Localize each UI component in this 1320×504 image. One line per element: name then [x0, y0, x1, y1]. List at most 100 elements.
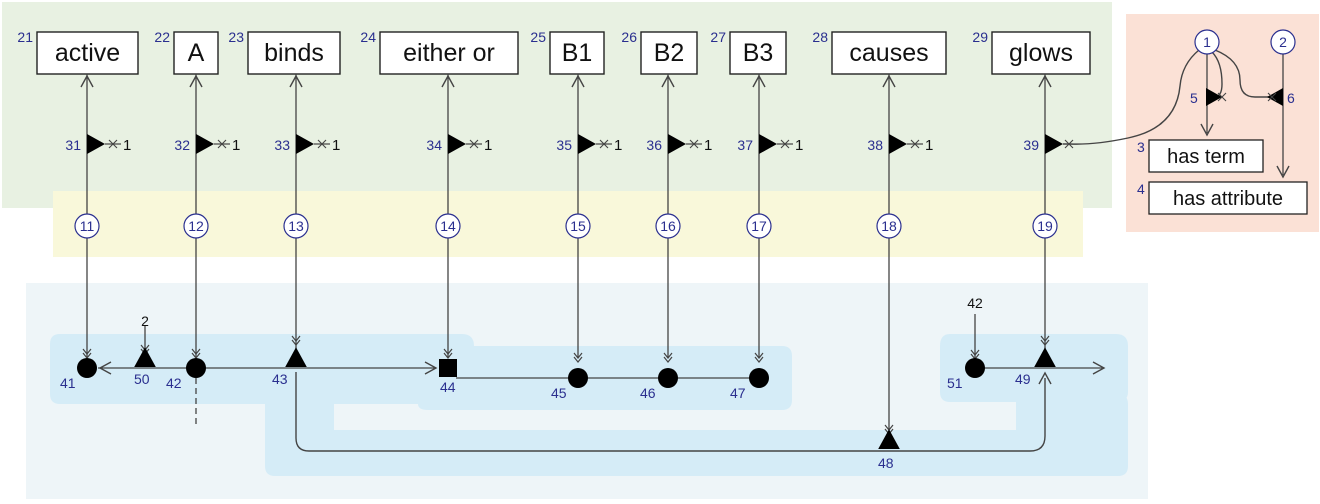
concept-label: A — [188, 39, 205, 67]
term-number: 3 — [1137, 139, 1145, 155]
weight-tick — [317, 139, 327, 149]
relation-weight: 1 — [123, 137, 131, 154]
annotation-above-50: 2 — [141, 313, 149, 329]
legend-arrow-number: 6 — [1287, 90, 1295, 106]
link-circle — [655, 213, 681, 239]
relation-arrow — [448, 134, 466, 154]
inner-region-left — [50, 334, 792, 410]
loop-line — [295, 372, 1046, 452]
node-number: 43 — [272, 371, 288, 387]
weight-tick — [910, 139, 920, 149]
arrowhead — [661, 74, 675, 88]
legend-circle — [1270, 29, 1296, 55]
double-arrowhead — [573, 352, 583, 363]
weight-tick — [469, 139, 479, 149]
legend-circle — [1194, 29, 1220, 55]
relation-arrow — [87, 134, 105, 154]
concept-label: glows — [1009, 39, 1073, 67]
node-circle — [749, 368, 769, 388]
node-number: 45 — [551, 385, 567, 401]
double-arrowhead — [291, 335, 301, 346]
node-circle — [186, 358, 206, 378]
node-triangle — [134, 347, 156, 367]
concept-number: 26 — [621, 29, 637, 45]
double-arrowhead — [443, 348, 453, 359]
node-circle — [568, 368, 588, 388]
node-number: 49 — [1015, 371, 1031, 387]
concept-number: 22 — [154, 29, 170, 45]
attribute-label: has attribute — [1173, 188, 1283, 210]
arrowhead — [1200, 123, 1214, 137]
weight-tick — [108, 139, 118, 149]
relation-weight: 1 — [332, 137, 340, 154]
link-number: 14 — [440, 218, 456, 234]
concept-label: binds — [264, 39, 324, 67]
concept-label: B3 — [743, 39, 774, 67]
concept-box — [549, 31, 605, 75]
link-circle — [74, 213, 100, 239]
relation-arrow — [296, 134, 314, 154]
double-arrowhead — [1040, 335, 1050, 346]
node-number: 51 — [947, 375, 963, 391]
relation-weight: 1 — [484, 137, 492, 154]
node-number: 47 — [730, 385, 746, 401]
relation-number: 35 — [556, 137, 572, 153]
relation-number: 39 — [1023, 137, 1039, 153]
concept-number: 21 — [17, 29, 33, 45]
link-circle — [746, 213, 772, 239]
node-triangle — [1034, 347, 1056, 367]
attribute-box — [1148, 181, 1308, 215]
link-number: 17 — [751, 218, 767, 234]
concept-box — [640, 31, 698, 75]
node-number: 48 — [878, 455, 894, 471]
relation-arrow — [889, 134, 907, 154]
arrowhead — [441, 74, 455, 88]
arrowhead — [424, 361, 438, 375]
relation-weight: 1 — [925, 137, 933, 154]
link-number: 16 — [660, 218, 676, 234]
arrowhead — [98, 361, 112, 375]
relation-number: 31 — [65, 137, 81, 153]
relation-arrow — [1045, 134, 1063, 154]
link-circle — [183, 213, 209, 239]
relation-number: 34 — [426, 137, 442, 153]
link-number: 13 — [288, 218, 304, 234]
arrowhead — [571, 74, 585, 88]
relation-weight: 1 — [232, 137, 240, 154]
relation-number: 38 — [867, 137, 883, 153]
weight-tick — [217, 139, 227, 149]
concept-number: 29 — [972, 29, 988, 45]
concept-box — [991, 31, 1091, 75]
link-number: 18 — [881, 218, 897, 234]
weight-tick — [1267, 92, 1277, 102]
inner-region-bottom — [265, 394, 1128, 476]
relation-weight: 1 — [614, 137, 622, 154]
concept-number: 24 — [360, 29, 376, 45]
relation-number: 37 — [737, 137, 753, 153]
concept-label: active — [55, 39, 120, 67]
relation-weight: 1 — [704, 137, 712, 154]
legend-connector — [1063, 49, 1200, 145]
concept-box — [729, 31, 787, 75]
node-number: 50 — [134, 371, 150, 387]
node-circle — [77, 358, 97, 378]
link-circle — [565, 213, 591, 239]
legend-circle-number: 2 — [1279, 34, 1287, 50]
link-number: 12 — [188, 218, 204, 234]
arrowhead — [752, 74, 766, 88]
double-arrowhead — [663, 352, 673, 363]
concept-box — [831, 31, 947, 75]
legend-arrow-number: 5 — [1190, 90, 1198, 106]
relation-number: 32 — [174, 137, 190, 153]
node-number: 41 — [60, 375, 76, 391]
relation-arrow — [196, 134, 214, 154]
node-number: 46 — [640, 385, 656, 401]
attribute-number: 4 — [1137, 181, 1145, 197]
concept-number: 25 — [530, 29, 546, 45]
arrowhead — [1276, 165, 1290, 179]
link-circle — [435, 213, 461, 239]
link-number: 15 — [570, 218, 586, 234]
node-triangle — [878, 429, 900, 449]
